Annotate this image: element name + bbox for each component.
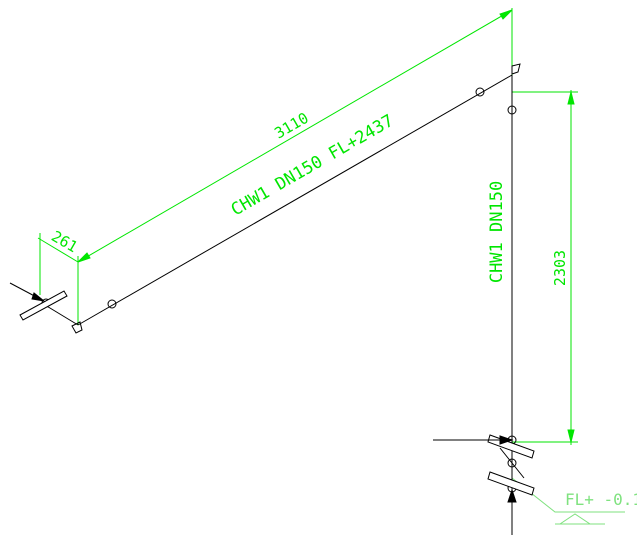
dimension-group <box>37 8 625 525</box>
level-mark-label: FL+ -0.13 <box>565 490 637 509</box>
joint-circle <box>507 105 517 115</box>
dimension-label-long: 3110 <box>271 109 311 143</box>
pipe-end-marker <box>71 321 83 334</box>
joint-circle <box>475 87 485 97</box>
dimension-arrow <box>567 429 575 443</box>
flange-link <box>499 447 525 479</box>
pipe-run-horizontal <box>77 74 513 326</box>
pipe-end-marker <box>511 63 521 75</box>
valve-flange-upper <box>487 434 535 459</box>
joint-circle <box>507 458 517 468</box>
pipe-run-left-stub <box>44 304 79 326</box>
joint-circle <box>107 299 117 309</box>
dimension-line-long <box>77 9 513 263</box>
valve-flange-lower <box>487 471 535 496</box>
pipe-group <box>9 63 535 535</box>
valve-flange-left <box>19 290 68 321</box>
pipe-label-vertical: CHW1 DN150 <box>487 181 507 283</box>
level-mark-triangle <box>558 513 592 525</box>
leader-arrow <box>507 488 517 503</box>
leader-arrow <box>31 292 46 302</box>
dimension-arrow <box>499 9 513 20</box>
dimension-line-short <box>37 237 79 263</box>
leader-arrow <box>499 435 514 445</box>
pipe-label-horizontal: CHW1 DN150 FL+2437 <box>228 111 398 220</box>
dimension-label-vertical: 2303 <box>551 250 569 286</box>
dimension-arrow <box>77 252 91 263</box>
dimension-label-short: 261 <box>48 227 80 256</box>
dimension-arrow <box>567 91 575 105</box>
